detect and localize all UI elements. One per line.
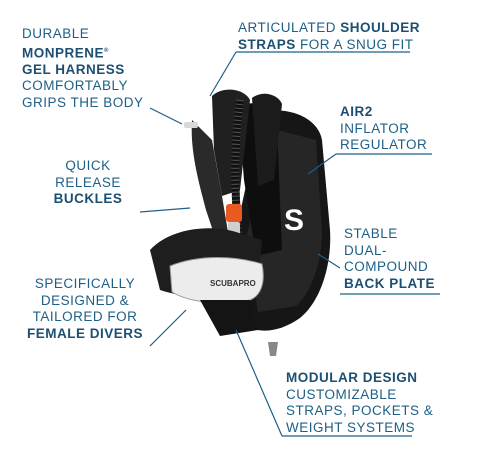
shoulder-line-2-wrap: STRAPS FOR A SNUG FIT <box>238 37 420 54</box>
backplate-line-4: BACK PLATE <box>344 275 435 291</box>
female-line-3: TAILORED FOR <box>32 309 138 324</box>
weight-pocket <box>200 300 258 336</box>
inflator-line-2: INFLATOR <box>340 120 410 136</box>
modular-line-3: STRAPS, POCKETS & <box>286 403 434 418</box>
brand-text: SCUBAPRO <box>210 279 256 288</box>
backplate-line-2: DUAL- <box>344 242 388 258</box>
callout-backplate: STABLE DUAL- COMPOUND BACK PLATE <box>344 226 435 292</box>
harness-line-2: MONPRENE <box>22 45 105 60</box>
backplate-line-3: COMPOUND <box>344 259 429 274</box>
buckle-plate <box>169 257 264 304</box>
harness-line-3: GEL HARNESS <box>22 61 125 77</box>
buckles-line-3: BUCKLES <box>53 191 123 206</box>
shoulder-line-1-bold: SHOULDER <box>340 20 421 35</box>
harness-line-1: DURABLE <box>22 26 90 41</box>
callout-inflator: AIR2 INFLATOR REGULATOR <box>340 104 427 154</box>
harness-line-4: COMFORTABLY <box>22 78 129 93</box>
inflator-valve <box>226 204 242 222</box>
backplate-line-1: STABLE <box>344 226 398 241</box>
female-line-2: DESIGNED & <box>40 292 130 308</box>
registered-mark: ® <box>104 47 109 54</box>
inflator-line-1: AIR2 <box>340 104 373 119</box>
shoulder-line-1-wrap: ARTICULATED SHOULDER <box>238 20 420 37</box>
callout-shoulder: ARTICULATED SHOULDER STRAPS FOR A SNUG F… <box>238 20 420 53</box>
dump-valve <box>268 342 278 356</box>
shoulder-line-2-bold: STRAPS <box>238 36 296 52</box>
modular-line-4: WEIGHT SYSTEMS <box>286 419 416 435</box>
modular-line-1: MODULAR DESIGN <box>286 370 418 385</box>
buckles-line-2: RELEASE <box>55 174 121 190</box>
callout-harness: DURABLE MONPRENE® GEL HARNESS COMFORTABL… <box>22 26 144 111</box>
scubapro-logo: S <box>284 204 304 237</box>
buckles-line-1: QUICK <box>65 158 111 173</box>
shoulder-line-1-normal: ARTICULATED <box>238 20 341 35</box>
callout-modular: MODULAR DESIGN CUSTOMIZABLE STRAPS, POCK… <box>286 370 433 436</box>
inflator-line-3: REGULATOR <box>340 137 428 152</box>
modular-line-2: CUSTOMIZABLE <box>286 386 397 402</box>
harness-line-5: GRIPS THE BODY <box>22 94 144 110</box>
harness-buckle-top <box>184 122 198 128</box>
shoulder-strap-right <box>252 93 282 186</box>
inflator-hose-ribs <box>231 99 244 239</box>
gel-harness <box>191 120 230 246</box>
callout-buckles: QUICK RELEASE BUCKLES <box>36 158 140 208</box>
female-line-4: FEMALE DIVERS <box>26 325 143 341</box>
harness-line-2-wrap: MONPRENE® <box>22 43 144 62</box>
female-line-1: SPECIFICALLY <box>34 276 136 291</box>
callout-female: SPECIFICALLY DESIGNED & TAILORED FOR FEM… <box>20 276 150 342</box>
shoulder-line-2-normal: FOR A SNUG FIT <box>295 36 414 52</box>
